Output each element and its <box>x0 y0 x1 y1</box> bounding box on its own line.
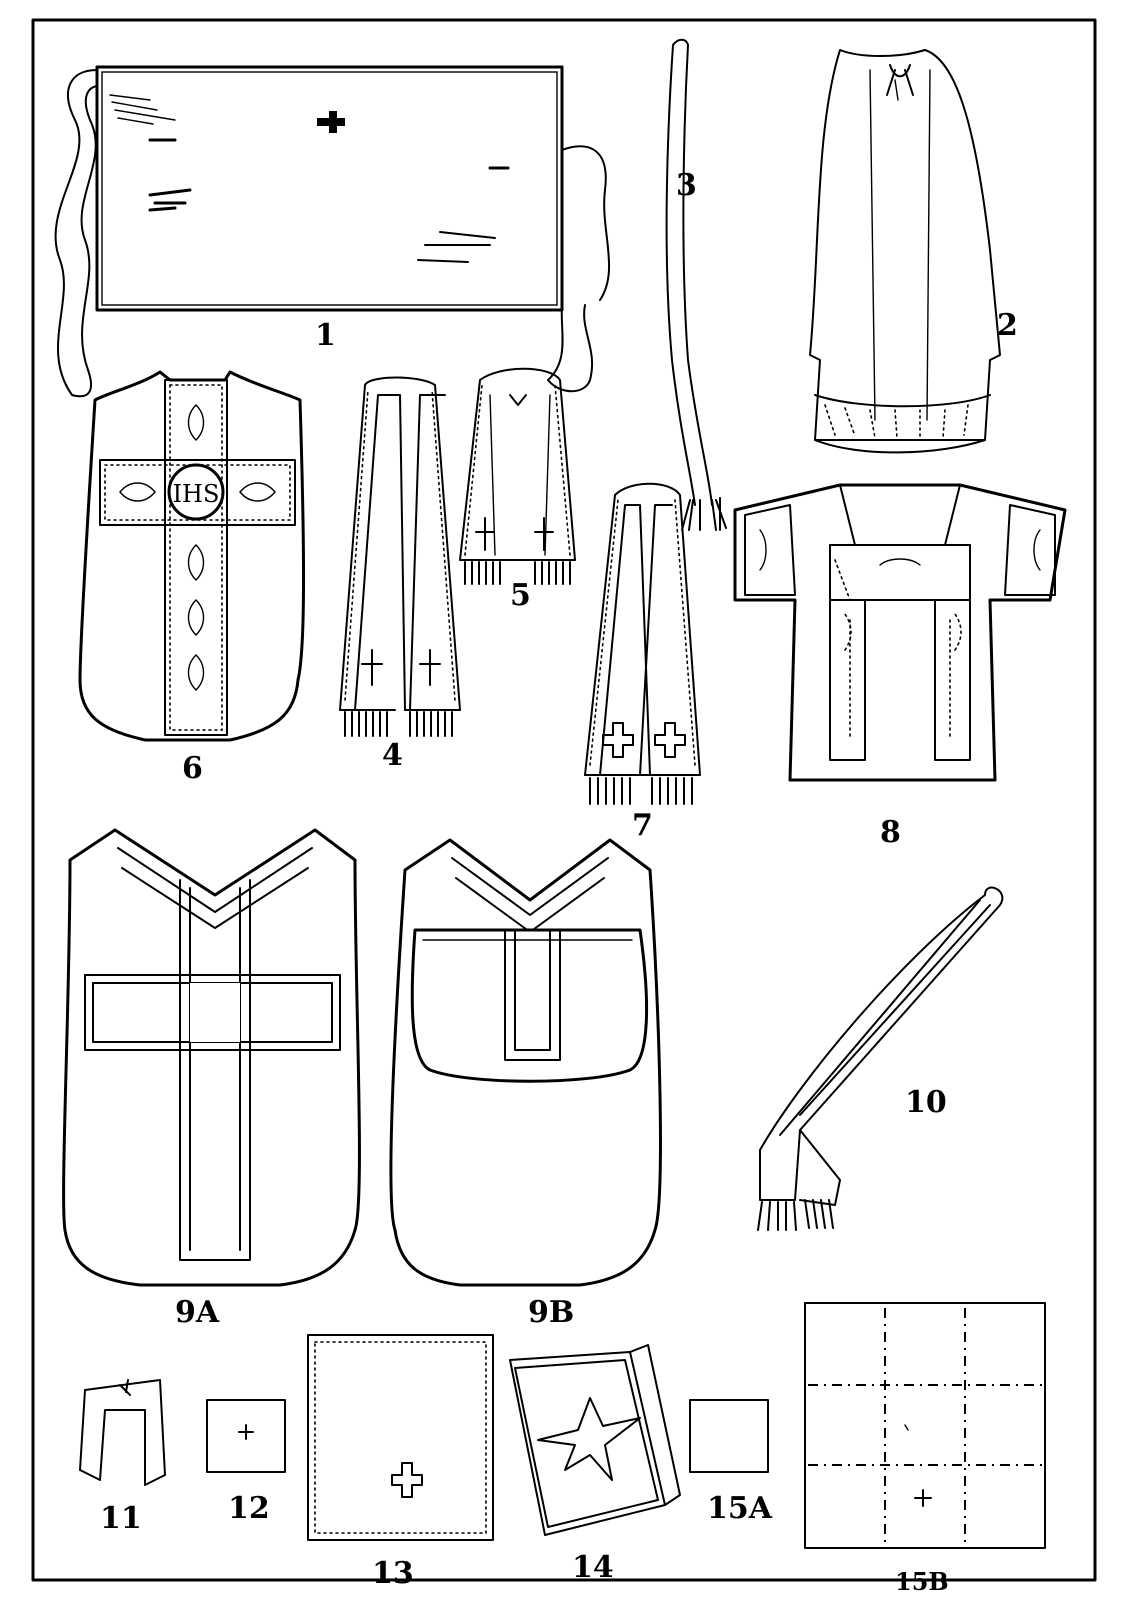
plate-border <box>31 18 1097 1582</box>
figure-11-pall-band <box>79 1379 166 1486</box>
figure-14-burse <box>509 1344 681 1536</box>
label-15a: 15A <box>707 1491 773 1526</box>
figure-5-maniple <box>459 367 576 585</box>
figure-3-girdle <box>665 38 727 531</box>
label-4: 4 <box>382 738 403 773</box>
monogram: IHS <box>173 480 220 508</box>
label-10: 10 <box>905 1085 947 1120</box>
figure-12-pall <box>206 1399 286 1473</box>
figure-15b-corporal-open <box>804 1302 1046 1549</box>
figure-13-chalice-veil <box>307 1334 494 1541</box>
label-6: 6 <box>182 751 203 786</box>
figure-4-stole <box>339 376 461 737</box>
label-3: 3 <box>676 168 697 203</box>
label-7: 7 <box>632 808 653 843</box>
figure-7-broad-stole <box>584 482 701 805</box>
figure-8-dalmatic <box>733 483 1067 782</box>
figure-1-amice <box>54 65 611 398</box>
figure-6-chasuble: IHS <box>78 370 306 742</box>
figure-10-folded-stole <box>757 886 1004 1231</box>
label-15b: 15B <box>895 1567 949 1596</box>
figure-9b-folded-chasuble <box>389 838 662 1287</box>
figure-15a-corporal-folded <box>689 1399 769 1473</box>
label-1: 1 <box>315 318 336 353</box>
label-9b: 9B <box>528 1295 574 1330</box>
label-9a: 9A <box>175 1295 220 1330</box>
figure-2-alb <box>809 49 1001 454</box>
label-2: 2 <box>997 308 1018 343</box>
label-13: 13 <box>372 1556 414 1591</box>
label-11: 11 <box>100 1501 142 1536</box>
label-5: 5 <box>510 578 531 613</box>
label-14: 14 <box>572 1550 614 1585</box>
label-12: 12 <box>228 1491 270 1526</box>
label-8: 8 <box>880 815 901 850</box>
figure-9a-chasuble <box>62 828 361 1287</box>
